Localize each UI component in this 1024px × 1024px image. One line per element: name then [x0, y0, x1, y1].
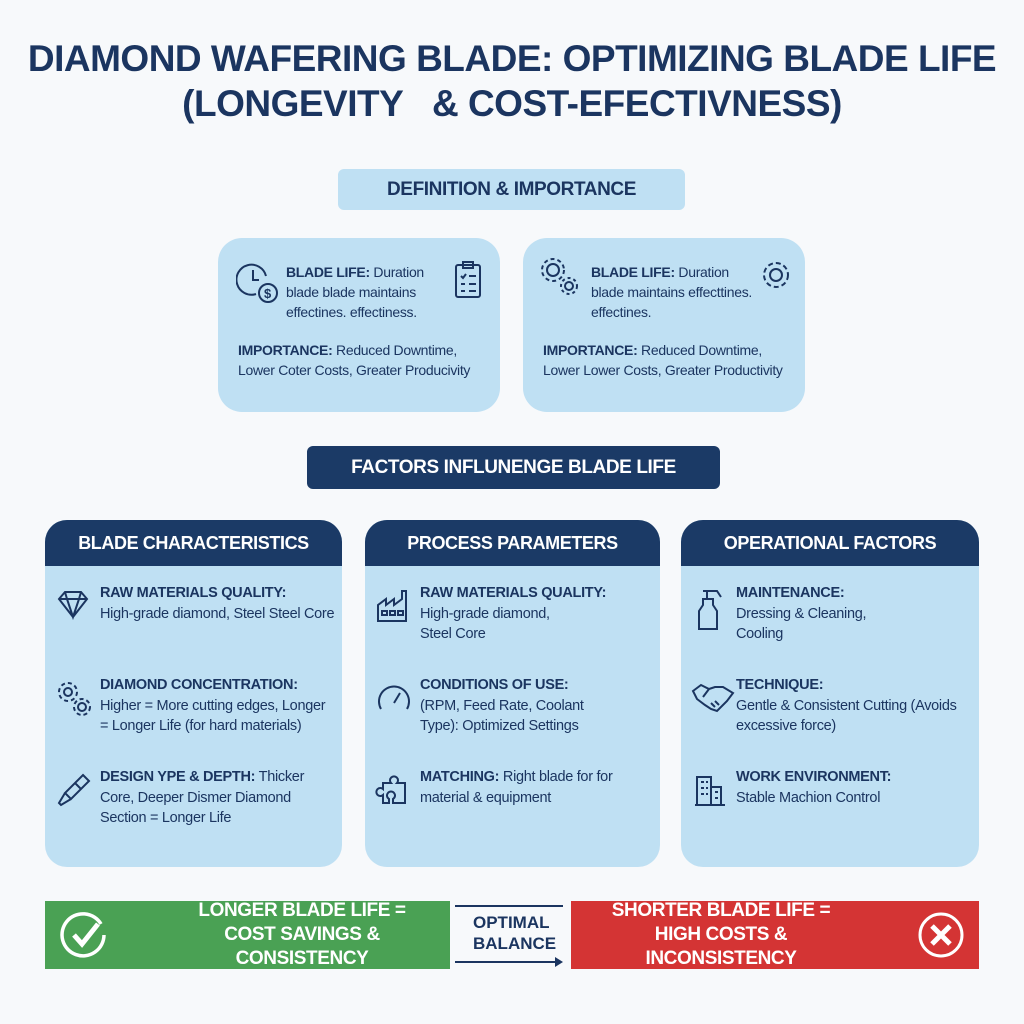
- longer-life-text: LONGER BLADE LIFE = COST SAVINGS & CONSI…: [198, 900, 406, 969]
- item-heading: CONDITIONS OF USE:: [420, 677, 569, 693]
- item-text: Gentle & Consistent Cutting (Avoids exce…: [736, 697, 957, 735]
- building-icon: [691, 771, 731, 811]
- definition-heading: BLADE LIFE:: [591, 264, 675, 280]
- diamond-icon: [55, 587, 95, 627]
- column-title: OPERATIONAL FACTORS: [681, 520, 979, 566]
- definition-text: Duration blade maintains effecttines. ef…: [591, 264, 753, 320]
- item-heading: DIAMOND CONCENTRATION:: [100, 677, 298, 693]
- handshake-icon: [691, 679, 735, 719]
- svg-text:$: $: [264, 286, 272, 301]
- optimal-balance-label: OPTIMAL BALANCE: [455, 905, 565, 967]
- item-heading: WORK ENVIRONMENT:: [736, 769, 892, 785]
- optimal-balance-text: OPTIMAL BALANCE: [473, 913, 557, 953]
- blade-life-definition: BLADE LIFE: Duration blade maintains eff…: [591, 262, 763, 322]
- importance-heading: IMPORTANCE:: [238, 342, 333, 358]
- definition-card-2: BLADE LIFE: Duration blade maintains eff…: [523, 238, 805, 412]
- factory-icon: [375, 587, 415, 627]
- main-subtitle: (LONGEVITY & COST-EFECTIVNESS): [182, 83, 842, 124]
- definition-card-1: $ BLADE LIFE: Duration blade blade maint…: [218, 238, 500, 412]
- importance-heading: IMPORTANCE:: [543, 342, 638, 358]
- importance-body: Reduced Downtime, Lower Coter Costs, Gre…: [238, 342, 471, 378]
- shorter-life-text: SHORTER BLADE LIFE = HIGH COSTS & INCONS…: [611, 900, 831, 969]
- column-title: BLADE CHARACTERISTICS: [45, 520, 342, 566]
- clock-dollar-icon: $: [236, 262, 282, 306]
- item-text: Thicker Core, Deeper Dismer Diamond Sect…: [100, 769, 305, 826]
- column-operational-factors: OPERATIONAL FACTORS MAINTENANCE: Dressing…: [681, 520, 979, 867]
- puzzle-icon: [375, 771, 415, 811]
- item-text: Stable Machion Control: [736, 789, 881, 806]
- importance-text: IMPORTANCE: Reduced Downtime, Lower Cote…: [238, 340, 494, 380]
- checklist-icon: [454, 260, 484, 300]
- gears-icon: [55, 679, 95, 719]
- item-text: Right blade for for material & equipment: [420, 769, 613, 806]
- column-process-parameters: PROCESS PARAMETERS RAW MATERIALS QUALITY…: [365, 520, 660, 867]
- item-heading: TECHNIQUE:: [736, 677, 824, 693]
- longer-life-bar: LONGER BLADE LIFE = COST SAVINGS & CONSI…: [45, 900, 450, 969]
- gears-icon: [537, 254, 583, 300]
- arrow-right-icon: [455, 956, 565, 968]
- item-heading: RAW MATERIALS QUALITY:: [420, 585, 607, 601]
- checkmark-circle-icon: [59, 910, 109, 960]
- factors-banner: FACTORS INFLUNENGE BLADE LIFE: [307, 446, 720, 489]
- blade-life-definition: BLADE LIFE: Duration blade blade maintai…: [286, 262, 458, 322]
- shorter-life-bar: SHORTER BLADE LIFE = HIGH COSTS & INCONS…: [571, 900, 979, 969]
- item-heading: MATCHING:: [420, 769, 500, 785]
- gauge-icon: [375, 679, 415, 719]
- definition-header: DEFINITION & IMPORTANCE: [338, 169, 685, 210]
- main-title: DIAMOND WAFERING BLADE: OPTIMIZING BLADE…: [27, 38, 997, 79]
- item-text: Dressing & Cleaning, Cooling: [736, 605, 867, 643]
- definition-heading: BLADE LIFE:: [286, 264, 370, 280]
- x-circle-icon: [917, 911, 965, 959]
- item-heading: DESIGN YPE & DEPTH:: [100, 769, 256, 785]
- blade-tool-icon: [55, 771, 95, 811]
- item-heading: MAINTENANCE:: [736, 585, 845, 601]
- column-blade-characteristics: BLADE CHARACTERISTICS RAW MATERIALS QUAL…: [45, 520, 342, 867]
- item-text: High-grade diamond, Steel Core: [420, 605, 550, 643]
- spray-bottle-icon: [691, 587, 731, 630]
- item-heading: RAW MATERIALS QUALITY:: [100, 585, 287, 601]
- item-text: High-grade diamond, Steel Steel Core: [100, 605, 335, 622]
- gear-icon: [759, 258, 793, 292]
- definition-text: Duration blade blade maintains effectine…: [286, 264, 424, 320]
- column-title: PROCESS PARAMETERS: [365, 520, 660, 566]
- importance-body: Reduced Downtime, Lower Lower Costs, Gre…: [543, 342, 783, 378]
- importance-text: IMPORTANCE: Reduced Downtime, Lower Lowe…: [543, 340, 799, 380]
- item-text: (RPM, Feed Rate, Coolant Type): Optimize…: [420, 697, 584, 735]
- item-text: Higher = More cutting edges, Longer = Lo…: [100, 697, 326, 735]
